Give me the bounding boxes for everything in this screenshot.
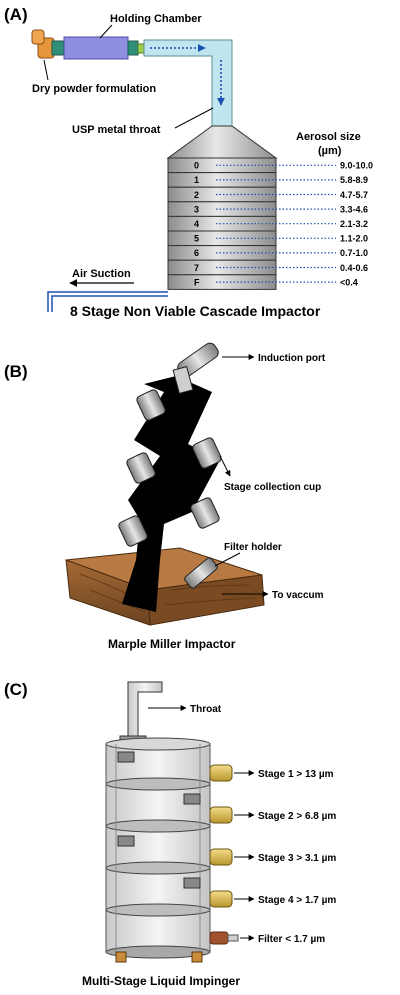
holding-chamber-label: Holding Chamber (110, 13, 202, 25)
panel-b-label: (B) (4, 362, 28, 381)
panel-b-title: Marple Miller Impactor (108, 637, 236, 651)
impactor-stage-2 (167, 186, 277, 203)
throat (119, 681, 163, 745)
impactor-body (122, 376, 220, 612)
impactor-stage-number: 6 (194, 248, 199, 258)
impactor-stage-4 (167, 215, 277, 232)
usp-throat-label: USP metal throat (72, 124, 161, 136)
msli-stage-3-label: Stage 3 > 3.1 µm (258, 853, 336, 864)
wooden-base (65, 547, 265, 626)
aerosol-size-range: 1.1-2.0 (340, 234, 368, 244)
aerosol-size-range: 0.7-1.0 (340, 248, 368, 258)
panel-a: (A) Holding Chamber Dry powder formulati… (4, 5, 373, 319)
impactor-stage-number: F (194, 277, 200, 287)
aerosol-size-unit: (µm) (318, 145, 342, 157)
impactor-stage-number: 4 (194, 219, 199, 229)
usp-throat-pipe (143, 39, 233, 127)
impactor-stage-number: 2 (194, 190, 199, 200)
panel-a-title: 8 Stage Non Viable Cascade Impactor (70, 303, 321, 319)
impactor-cone (166, 125, 278, 159)
impactor-stage-0 (167, 157, 277, 174)
impactor-stage-5 (167, 230, 277, 247)
impactor-stack: 0 9.0-10.0 1 5.8-8.9 2 4.7-5.7 3 3.3-4.6 4 2.1-3.… (167, 157, 373, 290)
aerosol-size-range: 0.4-0.6 (340, 263, 368, 273)
filter-holder-label: Filter holder (224, 542, 282, 553)
aerosol-size-range: 4.7-5.7 (340, 190, 368, 200)
induction-port (172, 342, 219, 395)
air-suction-label: Air Suction (72, 268, 131, 280)
to-vacuum-label: To vaccum (272, 590, 324, 601)
panel-b: (B) Induction port Stage collec (4, 342, 326, 651)
induction-port-label: Induction port (258, 353, 326, 364)
dry-powder-label: Dry powder formulation (32, 83, 156, 95)
panel-c-title: Multi-Stage Liquid Impinger (82, 974, 240, 988)
msli-side-ports (209, 764, 239, 945)
msli-stage-1-label: Stage 1 > 13 µm (258, 769, 334, 780)
impactor-stage-F (167, 274, 277, 290)
air-suction-line (47, 279, 168, 312)
throat-label: Throat (190, 704, 222, 715)
panel-a-label: (A) (4, 5, 28, 24)
aerosol-size-range: 5.8-8.9 (340, 175, 368, 185)
aerosol-size-range: <0.4 (340, 277, 358, 287)
impactor-stage-number: 3 (194, 204, 199, 214)
holding-chamber (51, 36, 145, 60)
msli-stage-4-label: Stage 4 > 1.7 µm (258, 895, 336, 906)
impactor-stage-7 (167, 259, 277, 276)
stage-collection-cup (118, 389, 222, 547)
panel-c: (C) Throat (4, 680, 336, 988)
impactor-stage-6 (167, 245, 277, 261)
aerosol-size-range: 3.3-4.6 (340, 204, 368, 214)
filter-holder (184, 557, 218, 589)
msli-stage-2-label: Stage 2 > 6.8 µm (258, 811, 336, 822)
stage-cup-label: Stage collection cup (224, 482, 321, 493)
msli-filter-label: Filter < 1.7 µm (258, 934, 325, 945)
msli-body (105, 737, 211, 963)
aerosol-size-range: 2.1-3.2 (340, 219, 368, 229)
aerosol-size-title: Aerosol size (296, 131, 361, 143)
impactor-stage-number: 0 (194, 161, 199, 171)
aerosol-size-range: 9.0-10.0 (340, 161, 373, 171)
impactor-stage-number: 1 (194, 175, 199, 185)
impactor-stage-3 (167, 201, 277, 217)
impactor-stage-number: 7 (194, 263, 199, 273)
impactor-stage-1 (167, 172, 277, 188)
panel-c-label: (C) (4, 680, 28, 699)
dry-powder-device (31, 29, 55, 59)
impactor-stage-number: 5 (194, 234, 199, 244)
